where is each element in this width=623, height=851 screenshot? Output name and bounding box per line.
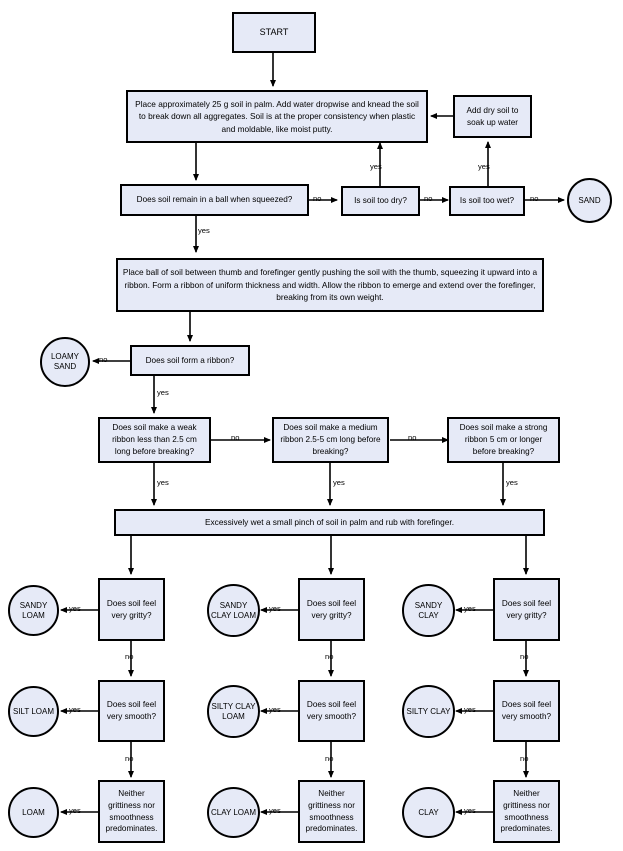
node-result-silty-clay[interactable]: SILTY CLAY	[402, 685, 455, 738]
edge-label-smooth3-yes: yes	[464, 705, 476, 714]
node-strong-ribbon-question[interactable]: Does soil make a strong ribbon 5 cm or l…	[447, 417, 560, 463]
node-neither-question-col2[interactable]: Neither grittiness nor smoothness predom…	[298, 780, 365, 843]
edge-label-ball-yes: yes	[198, 226, 210, 235]
node-result-sand[interactable]: SAND	[567, 178, 612, 223]
node-start[interactable]: START	[232, 12, 316, 53]
node-result-silty-clay-loam[interactable]: SILTY CLAY LOAM	[207, 685, 260, 738]
edge-label-weak-no: no	[231, 433, 240, 442]
node-wet-pinch-instruction[interactable]: Excessively wet a small pinch of soil in…	[114, 509, 545, 536]
node-gritty-question-col2[interactable]: Does soil feel very gritty?	[298, 578, 365, 641]
edge-label-medium-yes: yes	[333, 478, 345, 487]
edge-label-dry-no: no	[424, 194, 433, 203]
edge-label-medium-no: no	[408, 433, 417, 442]
node-is-soil-too-dry[interactable]: Is soil too dry?	[341, 186, 420, 216]
edge-label-ball-no: no	[313, 194, 322, 203]
edge-label-gritty1-no: no	[125, 652, 134, 661]
node-ribbon-instruction[interactable]: Place ball of soil between thumb and for…	[116, 258, 544, 312]
edge-label-wet-no: no	[530, 194, 539, 203]
edge-label-smooth1-yes: yes	[69, 705, 81, 714]
edge-label-neither2-yes: yes	[269, 806, 281, 815]
node-ball-question[interactable]: Does soil remain in a ball when squeezed…	[120, 184, 309, 216]
node-gritty-question-col3[interactable]: Does soil feel very gritty?	[493, 578, 560, 641]
node-ribbon-question[interactable]: Does soil form a ribbon?	[130, 345, 250, 376]
edge-label-smooth2-yes: yes	[269, 705, 281, 714]
edge-label-smooth2-no: no	[325, 754, 334, 763]
node-smooth-question-col1[interactable]: Does soil feel very smooth?	[98, 680, 165, 742]
node-result-clay[interactable]: CLAY	[402, 787, 455, 838]
edge-label-wet-yes: yes	[478, 162, 490, 171]
edge-label-gritty3-yes: yes	[464, 604, 476, 613]
edge-label-dry-yes: yes	[370, 162, 382, 171]
node-add-dry-soil[interactable]: Add dry soil to soak up water	[453, 95, 532, 138]
edge-label-neither3-yes: yes	[464, 806, 476, 815]
node-smooth-question-col2[interactable]: Does soil feel very smooth?	[298, 680, 365, 742]
edge-label-neither1-yes: yes	[69, 806, 81, 815]
node-knead-instruction[interactable]: Place approximately 25 g soil in palm. A…	[126, 90, 428, 143]
node-result-clay-loam[interactable]: CLAY LOAM	[207, 787, 260, 838]
node-neither-question-col1[interactable]: Neither grittiness nor smoothness predom…	[98, 780, 165, 843]
node-neither-question-col3[interactable]: Neither grittiness nor smoothness predom…	[493, 780, 560, 843]
edge-label-ribbon-yes: yes	[157, 388, 169, 397]
node-weak-ribbon-question[interactable]: Does soil make a weak ribbon less than 2…	[98, 417, 211, 463]
node-result-sandy-clay[interactable]: SANDY CLAY	[402, 584, 455, 637]
edge-label-gritty2-no: no	[325, 652, 334, 661]
node-result-silt-loam[interactable]: SILT LOAM	[8, 686, 59, 737]
node-result-sandy-loam[interactable]: SANDY LOAM	[8, 585, 59, 636]
edge-label-smooth1-no: no	[125, 754, 134, 763]
node-result-loam[interactable]: LOAM	[8, 787, 59, 838]
edge-label-strong-yes: yes	[506, 478, 518, 487]
edge-label-gritty3-no: no	[520, 652, 529, 661]
node-medium-ribbon-question[interactable]: Does soil make a medium ribbon 2.5-5 cm …	[272, 417, 389, 463]
node-is-soil-too-wet[interactable]: Is soil too wet?	[449, 186, 525, 216]
node-smooth-question-col3[interactable]: Does soil feel very smooth?	[493, 680, 560, 742]
node-result-sandy-clay-loam[interactable]: SANDY CLAY LOAM	[207, 584, 260, 637]
edge-label-gritty1-yes: yes	[69, 604, 81, 613]
edge-label-weak-yes: yes	[157, 478, 169, 487]
edge-label-smooth3-no: no	[520, 754, 529, 763]
node-result-loamy-sand[interactable]: LOAMY SAND	[40, 337, 90, 387]
node-gritty-question-col1[interactable]: Does soil feel very gritty?	[98, 578, 165, 641]
edge-label-ribbon-no: no	[99, 355, 108, 364]
edge-label-gritty2-yes: yes	[269, 604, 281, 613]
